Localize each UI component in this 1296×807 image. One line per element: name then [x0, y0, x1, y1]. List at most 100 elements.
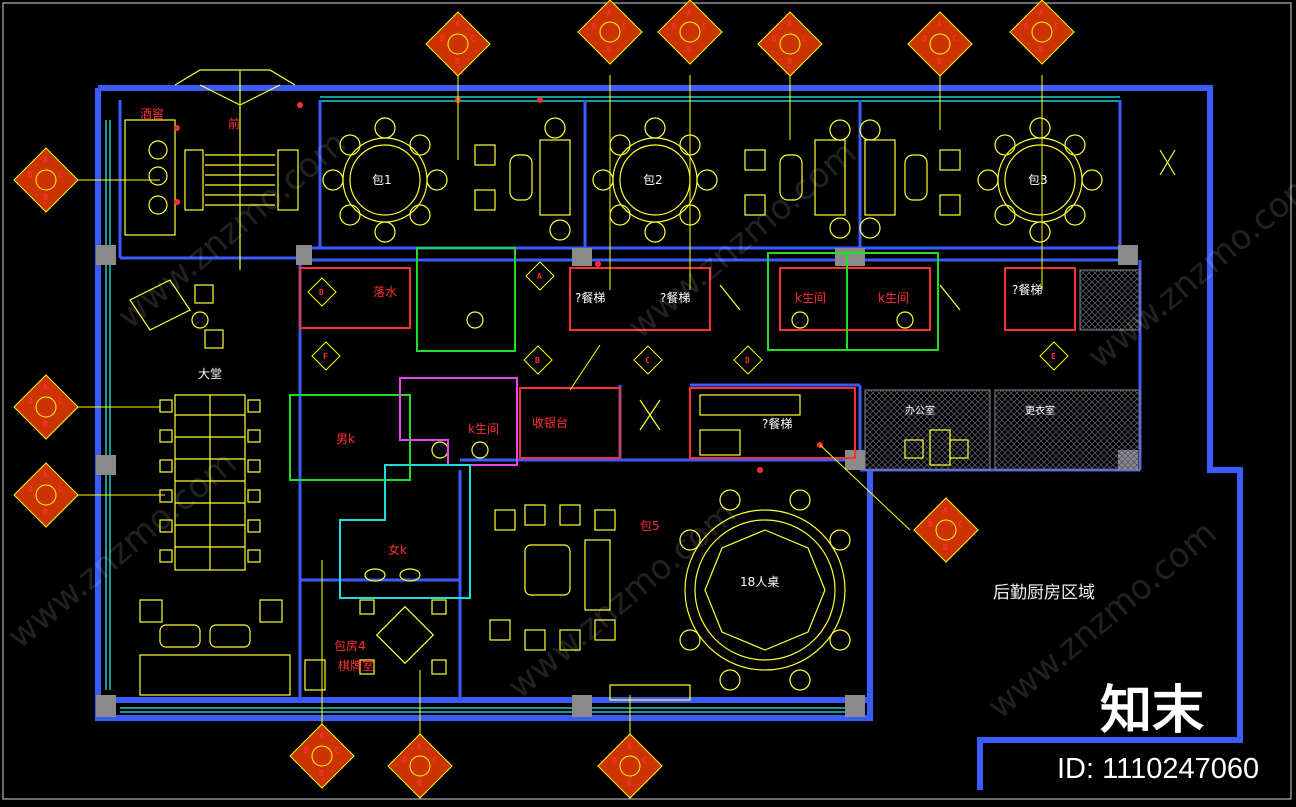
- tag-letter: C: [58, 485, 63, 494]
- tag-letter: A: [43, 383, 48, 392]
- tag-diamond: [425, 11, 491, 77]
- tag-letter: C: [470, 34, 475, 43]
- tag-diamond: [289, 723, 355, 789]
- tag-letter: A: [627, 742, 632, 751]
- highlight-boxes: [289, 247, 939, 599]
- tag-letter: B: [319, 288, 324, 297]
- tag-diamond: [311, 341, 341, 371]
- tag-letter: A: [43, 156, 48, 165]
- room-1-furniture: [322, 117, 571, 243]
- room-4-furniture: [304, 599, 447, 691]
- label-reception: 收银台: [532, 415, 568, 430]
- tag-diamond: [633, 345, 663, 375]
- section-tag: B: [523, 345, 553, 375]
- label-mens: 男k: [336, 432, 355, 446]
- tag-letter: B: [43, 193, 48, 202]
- tag-letter: B: [787, 57, 792, 66]
- tag-center-circle: [599, 21, 621, 43]
- marker-dots: [174, 97, 823, 473]
- room-3-furniture: [859, 117, 1103, 243]
- tag-center-circle: [35, 169, 57, 191]
- tag-center-circle: [311, 745, 333, 767]
- hall-furniture: [129, 279, 291, 696]
- tag-center-circle: [679, 21, 701, 43]
- label-room-5: 包5: [640, 519, 660, 533]
- tag-letter: C: [702, 22, 707, 31]
- label-sink: 落水: [373, 285, 397, 299]
- tag-letter: C: [802, 34, 807, 43]
- tag-letter: B: [687, 45, 692, 54]
- tag-diamond: [307, 277, 337, 307]
- tag-letter: C: [958, 520, 963, 529]
- logo-text: 知末: [1100, 681, 1204, 741]
- tag-center-circle: [35, 396, 57, 418]
- tag-letter: B: [455, 57, 460, 66]
- tag-letter: D: [672, 22, 677, 31]
- tag-diamond: [13, 462, 79, 528]
- tag-diamond: [577, 0, 643, 65]
- tag-letter: D: [304, 746, 309, 755]
- tag-letter: B: [607, 45, 612, 54]
- tag-letter: C: [58, 397, 63, 406]
- tag-letter: C: [334, 746, 339, 755]
- tag-letter: F: [323, 352, 328, 361]
- section-tag: F: [311, 341, 341, 371]
- tag-letter: A: [687, 8, 692, 17]
- tag-letter: A: [417, 742, 422, 751]
- tag-letter: B: [943, 543, 948, 552]
- tag-diamond: [1009, 0, 1075, 65]
- tag-letter: C: [645, 356, 650, 365]
- leader-lines: [78, 75, 1043, 735]
- label-pantry-4: ?餐梯: [762, 416, 792, 431]
- label-pantry-3: ?餐梯: [1012, 282, 1042, 297]
- tag-letter: A: [937, 20, 942, 29]
- tag-letter: A: [943, 506, 948, 515]
- tag-center-circle: [929, 33, 951, 55]
- tag-diamond: [907, 11, 973, 77]
- tag-diamond: [1039, 341, 1069, 371]
- label-staff: 更衣室: [1025, 404, 1055, 417]
- tag-letter: C: [952, 34, 957, 43]
- tag-letter: B: [937, 57, 942, 66]
- tag-center-circle: [779, 33, 801, 55]
- section-tag: A D C B: [13, 374, 79, 440]
- tag-letter: B: [43, 508, 48, 517]
- label-room-1: 包1: [372, 173, 392, 187]
- tag-diamond: [523, 345, 553, 375]
- tag-letter: C: [1054, 22, 1059, 31]
- label-kitchen: 后勤厨房区域: [993, 583, 1095, 603]
- section-tag: D: [733, 345, 763, 375]
- tag-diamond: [13, 374, 79, 440]
- window-lines: [105, 96, 1120, 713]
- tag-letter: D: [28, 170, 33, 179]
- logo-id: ID: 1110247060: [1057, 753, 1259, 785]
- label-toilet-1: k生间: [795, 291, 826, 305]
- tag-center-circle: [35, 484, 57, 506]
- tag-diamond: [13, 147, 79, 213]
- tag-center-circle: [935, 519, 957, 541]
- tag-letter: D: [1024, 22, 1029, 31]
- room-5-furniture: [489, 489, 851, 701]
- tag-letter: C: [432, 756, 437, 765]
- tag-letter: D: [922, 34, 927, 43]
- tag-letter: A: [537, 272, 542, 281]
- tag-diamond: [733, 345, 763, 375]
- label-toilet-2: k生间: [878, 291, 909, 305]
- tag-letter: D: [28, 397, 33, 406]
- section-tag: E: [1039, 341, 1069, 371]
- label-table-18: 18人桌: [740, 575, 779, 589]
- tag-letter: D: [592, 22, 597, 31]
- tag-letter: D: [402, 756, 407, 765]
- tag-letter: B: [43, 420, 48, 429]
- label-pantry-1: ?餐梯: [575, 290, 605, 305]
- tag-center-circle: [619, 755, 641, 777]
- tag-letter: A: [455, 20, 460, 29]
- section-tag: C: [633, 345, 663, 375]
